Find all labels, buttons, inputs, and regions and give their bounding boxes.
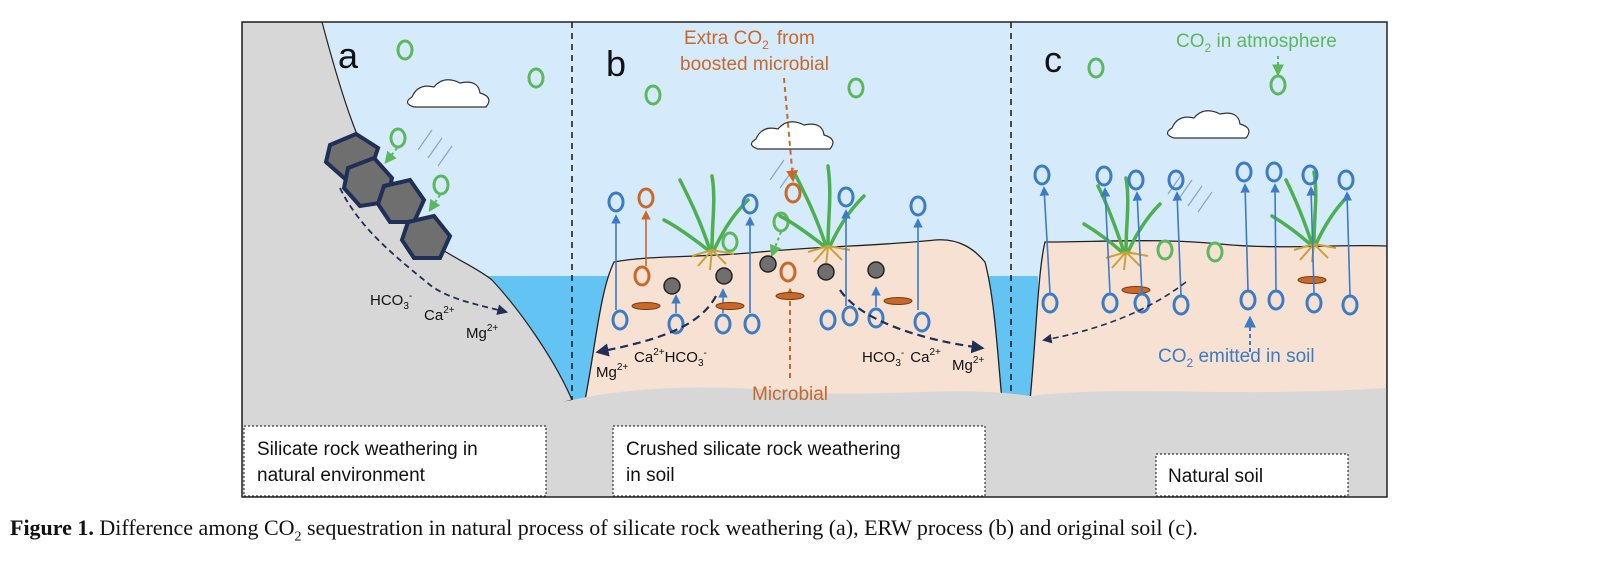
panel-c-box xyxy=(1155,453,1349,497)
panel-letter-c: c xyxy=(1044,39,1062,80)
green-down-arrow-b xyxy=(769,231,782,258)
ion-ca-hco3-b: Ca2+HCO3- xyxy=(634,347,707,369)
panel-a-box-line1: Silicate rock weathering in xyxy=(257,439,478,460)
cloud-icon xyxy=(750,121,834,150)
co2-soil-label: CO2 emitted in soil xyxy=(1158,346,1315,370)
figure-label: Figure 1. xyxy=(10,515,94,540)
panel-a-box xyxy=(243,425,547,497)
soil-panel-b xyxy=(584,239,1003,401)
co2-sequestration-diagram: a b c HCO3- Ca2+ Mg2 xyxy=(241,21,1388,498)
figure-frame xyxy=(241,21,1388,498)
caption-text-post: sequestration in natural process of sili… xyxy=(301,515,1198,540)
ion-flow-b-left xyxy=(595,295,717,357)
ion-mg-a: Mg2+ xyxy=(466,323,498,342)
ion-mg-b-right: Mg2+ xyxy=(952,355,984,374)
ion-hco3-a: HCO3- xyxy=(370,291,412,312)
co2-atmosphere-label: CO2 in atmosphere xyxy=(1176,31,1337,55)
ion-flow-b-right xyxy=(839,289,985,354)
panel-letter-a: a xyxy=(338,35,359,76)
co2-atmosphere-molecule xyxy=(1269,74,1287,96)
caption-text-sub: 2 xyxy=(294,529,302,545)
ion-flow-a xyxy=(339,187,509,315)
panel-b-box-line1: Crushed silicate rock weathering xyxy=(626,439,901,460)
soil-panel-c xyxy=(1029,240,1387,401)
plant-icon xyxy=(662,174,750,271)
co2-molecules-orange-b xyxy=(633,182,802,287)
ion-mg-b-left: Mg2+ xyxy=(596,362,628,381)
co2-molecules-blue-c xyxy=(1033,161,1359,316)
cloud-icon xyxy=(406,79,490,108)
microbial-patches xyxy=(631,276,1327,310)
panel-c-box-label: Natural soil xyxy=(1168,466,1263,487)
microbial-label: Microbial xyxy=(752,384,828,405)
extra-co2-arrow xyxy=(783,77,799,183)
ion-hco3-ca-b: HCO3-Ca2+ xyxy=(862,347,941,369)
co2-rise-arrows-b xyxy=(611,209,923,313)
panel-a-box-line2: natural environment xyxy=(257,465,426,486)
co2-arrow-a1 xyxy=(384,147,398,164)
cloud-icon xyxy=(1166,110,1250,139)
boosted-microbial-label: boosted microbial xyxy=(680,54,829,75)
rain-streaks xyxy=(417,129,1213,213)
caption-text-pre: Difference among CO xyxy=(93,515,295,540)
rock-fragments xyxy=(323,131,453,260)
co2-molecules-blue-b xyxy=(607,186,931,335)
co2-molecules-green xyxy=(389,39,1224,263)
crushed-rock-grains xyxy=(663,255,885,295)
panel-b-box-line2: in soil xyxy=(626,465,675,486)
panel-letter-b: b xyxy=(606,43,626,84)
panel-b-box xyxy=(612,425,986,497)
plant-icon xyxy=(1082,176,1162,271)
ion-flow-c xyxy=(1042,281,1187,344)
figure-caption: Figure 1. Difference among CO2 sequestra… xyxy=(10,515,1590,545)
co2-rise-arrows-c xyxy=(1039,183,1353,296)
ion-ca-a: Ca2+ xyxy=(424,305,455,324)
